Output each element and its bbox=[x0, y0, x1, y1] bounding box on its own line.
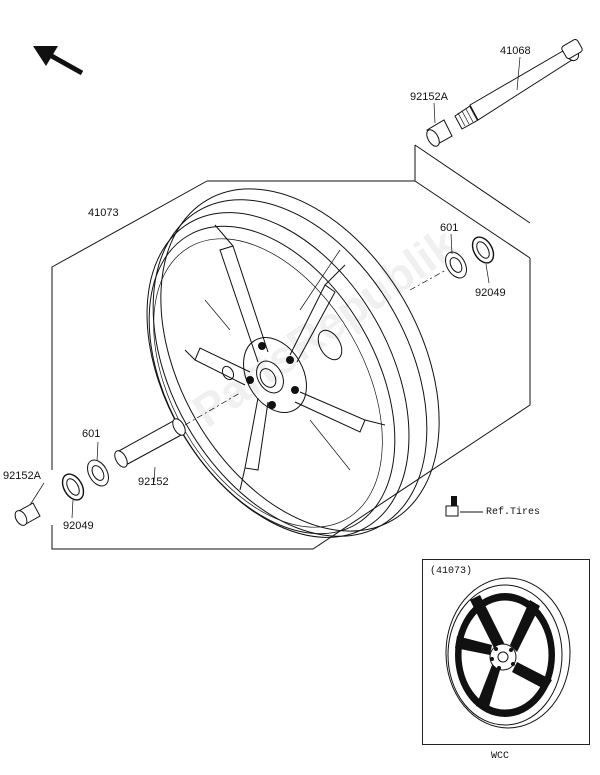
inset-code: WCC bbox=[491, 751, 510, 762]
part-label-axle: 41068 bbox=[500, 45, 531, 57]
inset-label: (41073) bbox=[430, 566, 473, 577]
wheel-rim bbox=[146, 188, 440, 538]
inset-frame bbox=[422, 559, 590, 745]
wheel-hub bbox=[221, 329, 343, 413]
seal-right-part bbox=[471, 236, 495, 264]
part-label-collar-left: 92152A bbox=[3, 470, 41, 482]
part-label-seal-left: 92049 bbox=[63, 520, 94, 532]
part-label-wheel: 41073 bbox=[88, 207, 119, 219]
bearing-right-part bbox=[445, 251, 467, 279]
bearing-left-part bbox=[87, 459, 109, 487]
part-label-spacer: 92152 bbox=[138, 476, 169, 488]
part-label-collar-top: 92152A bbox=[410, 91, 448, 103]
wheel-spokes bbox=[184, 224, 386, 491]
seal-left-part bbox=[61, 473, 85, 501]
direction-arrow-icon bbox=[33, 46, 84, 76]
collar-left-part bbox=[14, 502, 41, 526]
leader-lines bbox=[29, 56, 521, 519]
inset-wheel bbox=[445, 577, 571, 729]
part-label-bearing-right: 601 bbox=[440, 222, 459, 234]
part-label-seal-right: 92049 bbox=[475, 287, 506, 299]
axle-part bbox=[454, 39, 583, 130]
ref-tires-label: Ref.Tires bbox=[486, 507, 541, 518]
valve-part bbox=[445, 496, 483, 517]
collar-top-part bbox=[426, 119, 453, 147]
part-label-bearing-left: 601 bbox=[82, 428, 101, 440]
assembly-frame-lines bbox=[51, 144, 531, 550]
spacer-part bbox=[114, 418, 186, 468]
